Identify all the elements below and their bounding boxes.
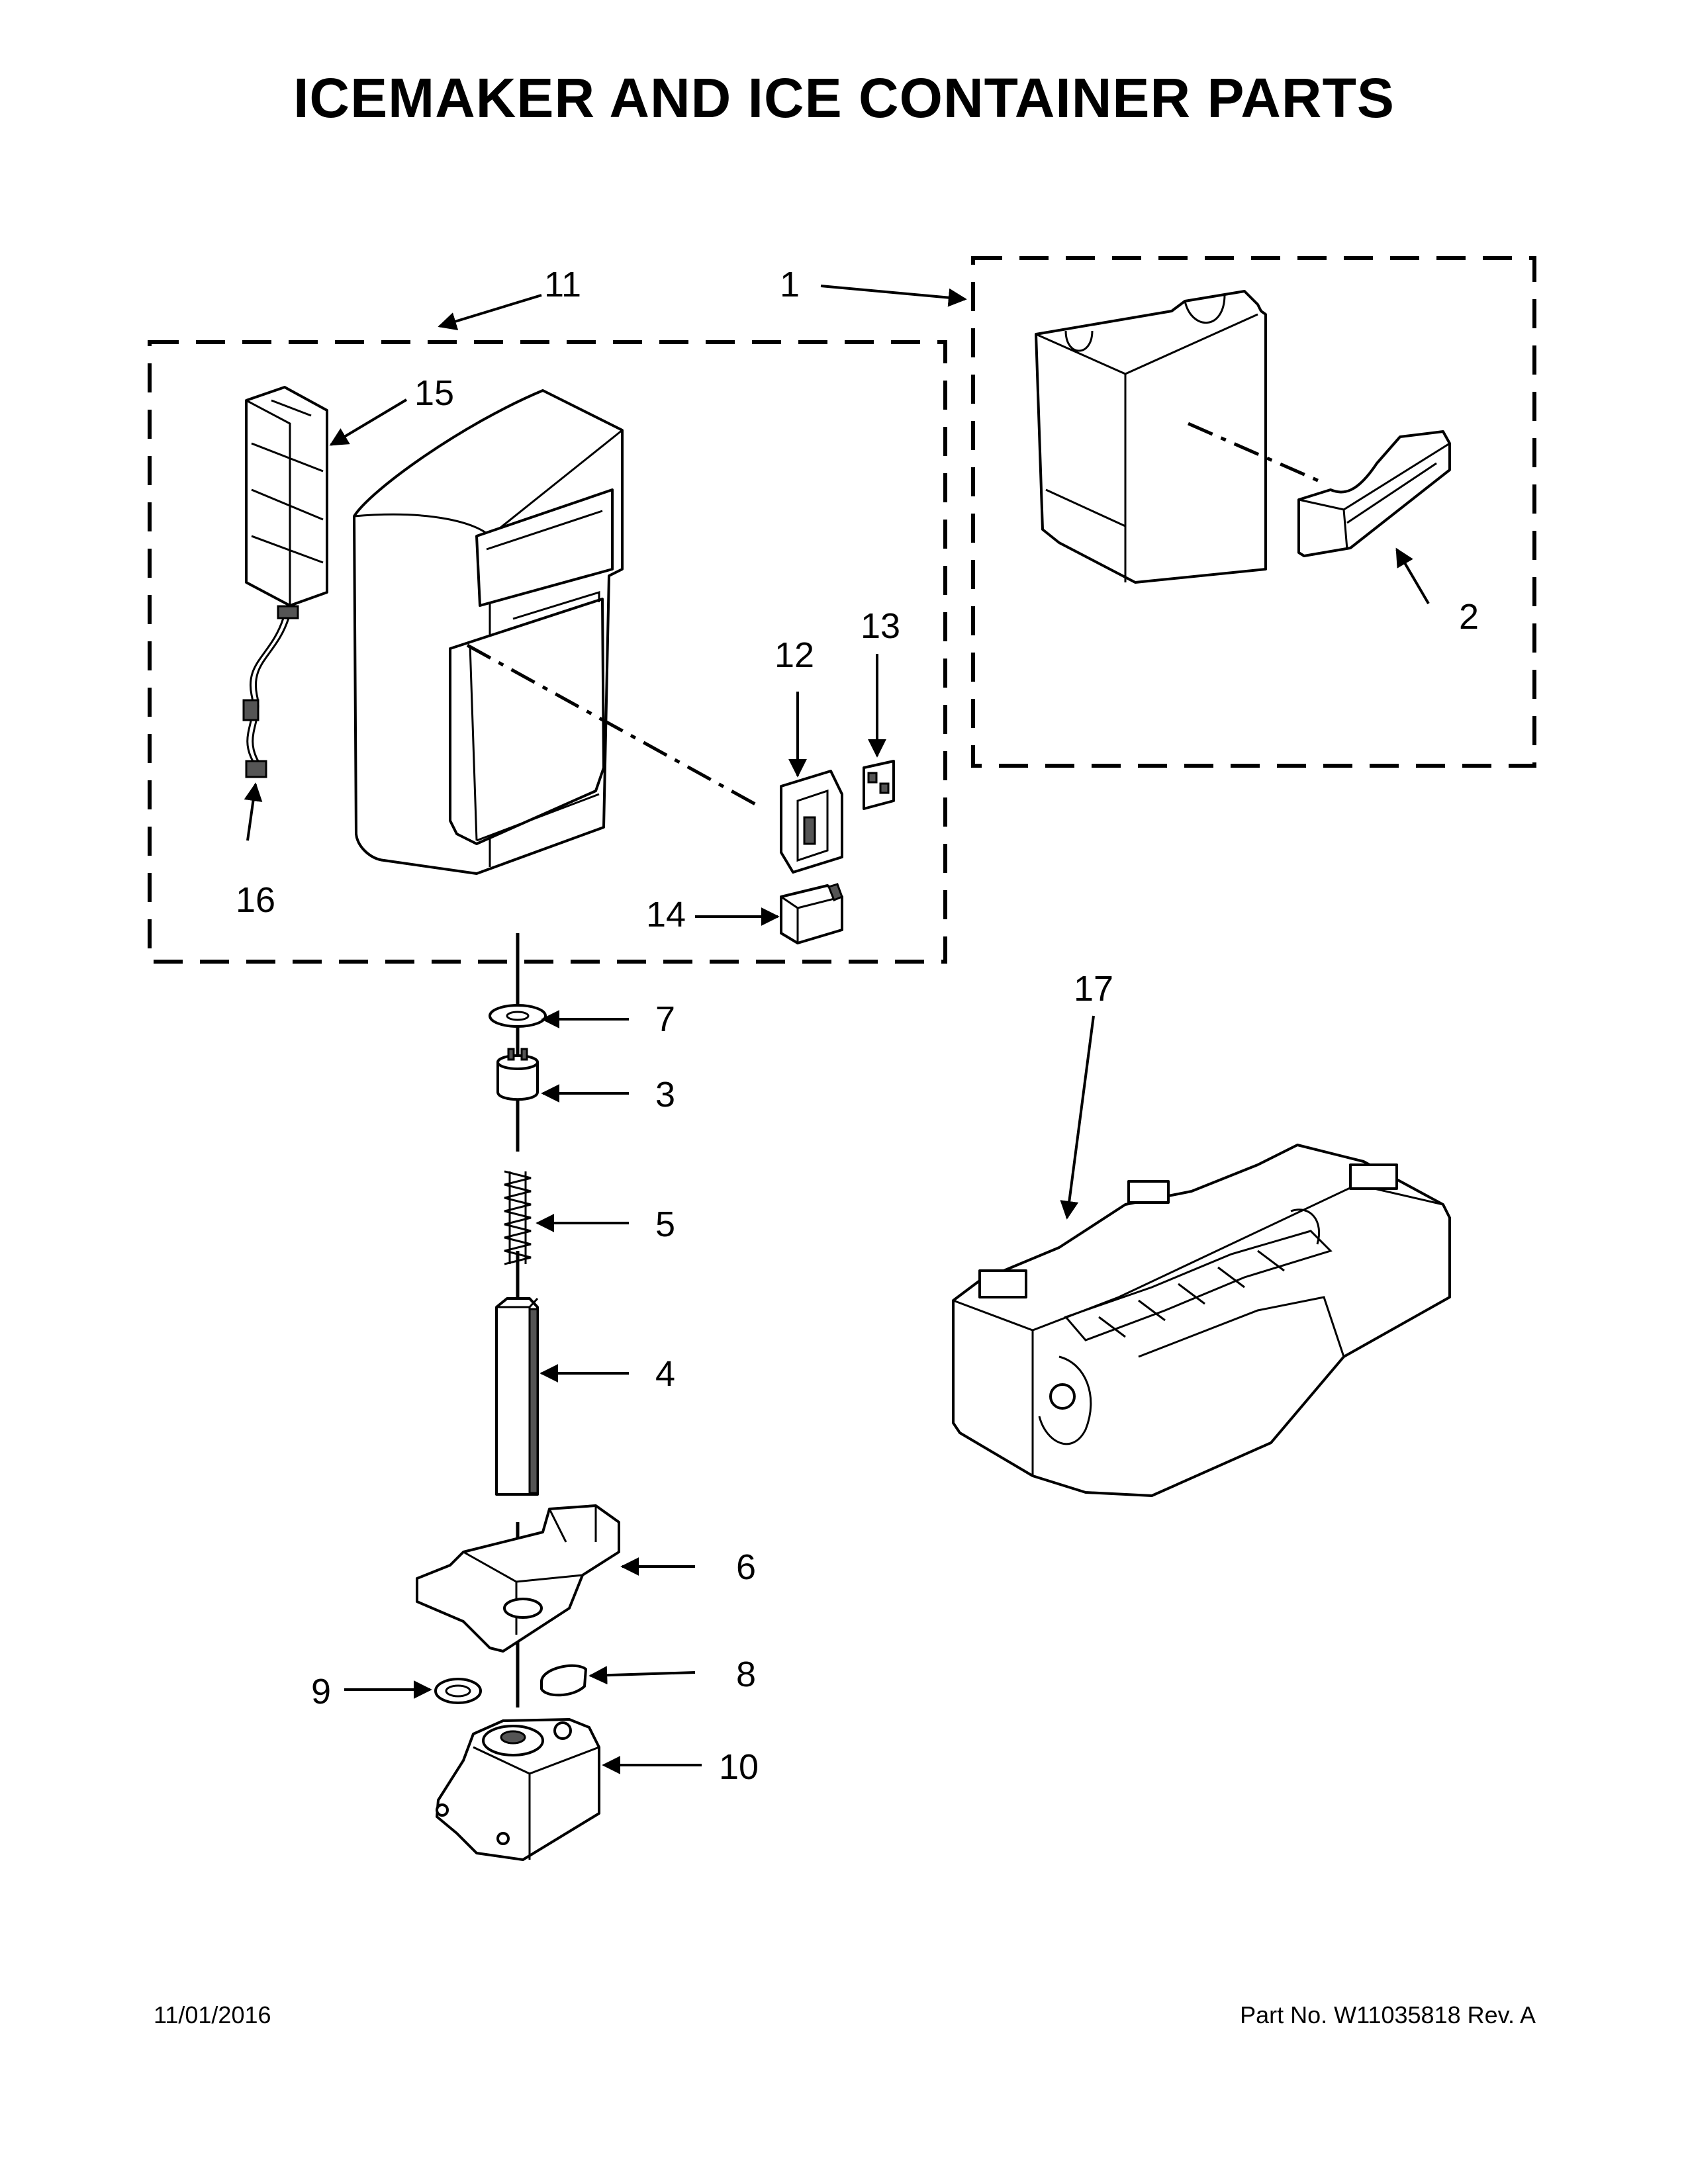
callout-1: 1 <box>780 265 800 304</box>
part-4-shaft <box>495 1297 539 1496</box>
callout-12: 12 <box>774 635 814 675</box>
callout-15: 15 <box>414 373 454 413</box>
page-title: ICEMAKER AND ICE CONTAINER PARTS <box>293 67 1395 129</box>
callout-9: 9 <box>311 1672 331 1711</box>
part-7-washer <box>489 1004 547 1028</box>
part-2-shelf <box>1297 430 1451 557</box>
callout-10: 10 <box>719 1747 759 1787</box>
callout-7: 7 <box>655 999 675 1039</box>
part-16-wire-harness <box>242 605 299 778</box>
group-box-1 <box>971 256 1536 768</box>
callout-13: 13 <box>861 606 900 646</box>
footer-part-number: Part No. W11035818 Rev. A <box>1240 2001 1536 2028</box>
part-12-switch-bracket <box>780 770 843 874</box>
guide-bin-to-2 <box>1187 422 1325 485</box>
callout-5: 5 <box>655 1205 675 1244</box>
part-6-crusher-housing <box>416 1504 620 1653</box>
part-8-bushing <box>540 1664 587 1697</box>
part-10-auger-motor <box>436 1718 600 1861</box>
part-9-washer <box>434 1678 482 1704</box>
guide-housing-to-12 <box>466 643 763 809</box>
part-15-insert-panel <box>245 386 328 607</box>
part-14-solenoid <box>780 883 843 944</box>
part-3-coupler <box>496 1048 539 1101</box>
part-5-spring <box>504 1170 532 1265</box>
footer-date: 11/01/2016 <box>154 2001 271 2028</box>
callout-8: 8 <box>736 1655 756 1694</box>
part-11-dispenser-housing <box>353 389 624 875</box>
callout-3: 3 <box>655 1075 675 1115</box>
callout-2: 2 <box>1459 597 1479 637</box>
callout-4: 4 <box>655 1354 675 1394</box>
callout-16: 16 <box>236 880 275 920</box>
ice-container-bin <box>1035 290 1267 584</box>
group-box-11 <box>148 340 947 964</box>
part-13-switch <box>863 760 895 810</box>
callout-17: 17 <box>1074 969 1113 1009</box>
callout-11: 11 <box>544 265 581 304</box>
callout-6: 6 <box>736 1547 756 1587</box>
callout-14: 14 <box>646 895 686 934</box>
leader-lines <box>244 285 1430 1774</box>
part-17-icemaker <box>952 1144 1451 1497</box>
